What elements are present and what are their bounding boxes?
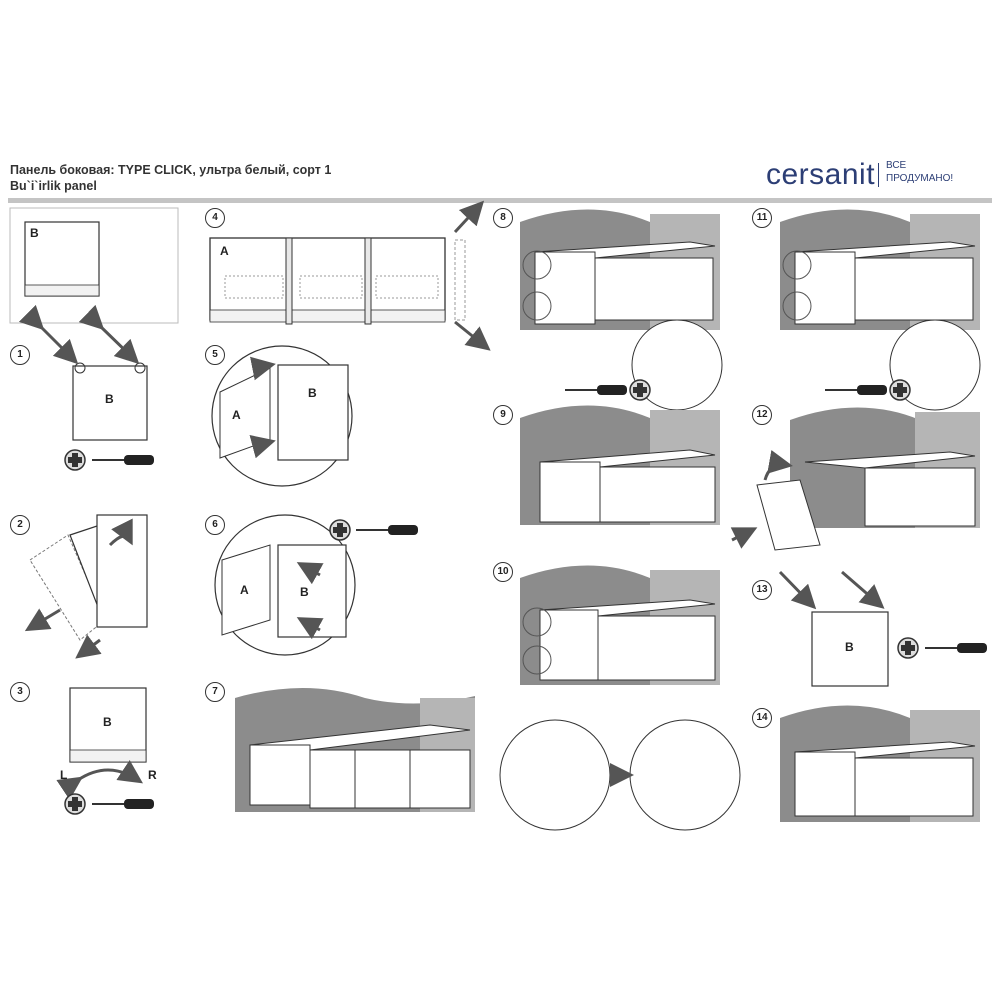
part-label-b: B (30, 226, 39, 240)
brand-separator (878, 163, 879, 187)
step-number-4: 4 (205, 208, 225, 228)
brand-tagline-line1: ВСЕ (886, 160, 907, 171)
step-number-8: 8 (493, 208, 513, 228)
part-label-a: A (240, 583, 249, 597)
step-number-10: 10 (493, 562, 513, 582)
part-label-b: B (105, 392, 114, 406)
brand-tagline-line2: ПРОДУМАНО! (886, 173, 954, 184)
step-number-14: 14 (752, 708, 772, 728)
direction-label-right: R (148, 768, 157, 782)
step-number-5: 5 (205, 345, 225, 365)
part-label-b: B (845, 640, 854, 654)
header-divider (8, 198, 992, 203)
step-number-7: 7 (205, 682, 225, 702)
step-number-2: 2 (10, 515, 30, 535)
step-number-13: 13 (752, 580, 772, 600)
part-label-b: B (300, 585, 309, 599)
step-number-11: 11 (752, 208, 772, 228)
document-subtitle: Bu`i`irlik panel (10, 179, 97, 193)
step-number-6: 6 (205, 515, 225, 535)
document-title: Панель боковая: TYPE CLICK, ультра белый… (10, 163, 332, 177)
brand-logo: cersanit (766, 158, 876, 191)
part-label-b: B (103, 715, 112, 729)
step-number-3: 3 (10, 682, 30, 702)
step-number-9: 9 (493, 405, 513, 425)
part-label-b: B (308, 386, 317, 400)
step-number-12: 12 (752, 405, 772, 425)
part-label-a: A (232, 408, 241, 422)
step-number-1: 1 (10, 345, 30, 365)
part-label-a: A (220, 244, 229, 258)
direction-label-left: L (60, 768, 68, 782)
